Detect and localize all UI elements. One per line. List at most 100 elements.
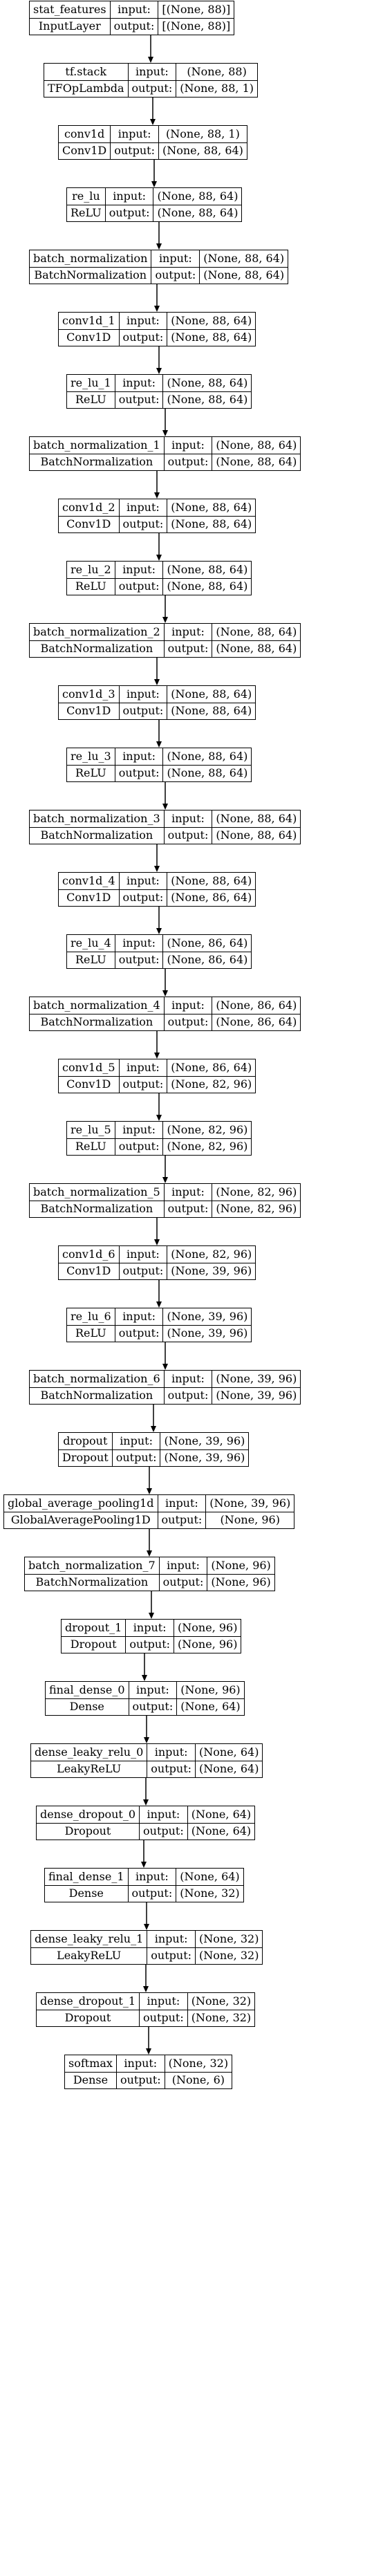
input-label: input: [114, 561, 164, 579]
input-shape: (None, 64) [187, 1806, 256, 1824]
layer-type: BatchNormalization [29, 1013, 165, 1031]
output-shape: (None, 88, 64) [167, 702, 256, 720]
layer-name: batch_normalization_6 [29, 1370, 165, 1388]
input-shape: (None, 86, 64) [212, 997, 301, 1014]
output-label: output: [114, 1138, 164, 1156]
input-label: input: [111, 1432, 161, 1450]
output-label: output: [147, 1947, 196, 1965]
layer-type: Dense [44, 1884, 129, 1902]
layer-type: LeakyReLU [30, 1760, 148, 1778]
output-label: output: [163, 826, 213, 844]
layer-name: re_lu [66, 187, 106, 205]
input-shape: (None, 88, 64) [199, 250, 289, 268]
edge-arrowhead [154, 1053, 160, 1059]
input-label: input: [163, 1183, 213, 1201]
input-label: input: [114, 1308, 164, 1326]
edge-arrowhead [143, 1799, 149, 1806]
output-label: output: [158, 1573, 208, 1591]
output-shape: (None, 64) [176, 1698, 245, 1716]
layer-name: final_dense_1 [44, 1868, 129, 1886]
edge-arrowhead [144, 1924, 149, 1930]
layer-name: conv1d_1 [58, 312, 120, 330]
edge-arrowhead [156, 1115, 162, 1121]
input-label: input: [118, 872, 168, 890]
layer-type: ReLU [66, 764, 115, 782]
output-shape: (None, 96) [205, 1511, 295, 1529]
output-shape: [(None, 88)] [158, 17, 235, 35]
layer-type: ReLU [66, 391, 115, 409]
edge-arrowhead [151, 181, 157, 187]
input-shape: [(None, 88)] [158, 1, 235, 19]
layer-name: dense_leaky_relu_1 [30, 1930, 148, 1948]
input-shape: (None, 39, 96) [160, 1432, 250, 1450]
output-label: output: [114, 764, 164, 782]
output-shape: (None, 6) [164, 2071, 233, 2089]
output-shape: (None, 64) [187, 1822, 256, 1840]
input-label: input: [139, 1806, 188, 1824]
layer-type: BatchNormalization [29, 1387, 165, 1405]
input-label: input: [163, 810, 213, 828]
edge-arrowhead [144, 1737, 149, 1743]
input-shape: (None, 39, 96) [205, 1494, 295, 1512]
layer-type: TFOpLambda [44, 80, 129, 98]
output-shape: (None, 88, 64) [153, 204, 243, 222]
output-shape: (None, 82, 96) [167, 1075, 256, 1093]
input-shape: (None, 88, 64) [212, 623, 301, 641]
output-shape: (None, 88, 64) [158, 142, 247, 160]
output-label: output: [118, 702, 168, 720]
edge-arrowhead [162, 804, 168, 810]
output-shape: (None, 86, 64) [167, 889, 256, 907]
edge-arrowhead [149, 1613, 154, 1619]
layer-name: batch_normalization_7 [24, 1557, 160, 1575]
input-label: input: [139, 1992, 188, 2010]
edge-arrowhead [162, 617, 168, 623]
layer-type: Conv1D [57, 142, 111, 160]
input-shape: (None, 82, 96) [167, 1245, 256, 1263]
layer-name: dropout [58, 1432, 113, 1450]
input-shape: (None, 88, 64) [162, 374, 252, 392]
output-shape: (None, 82, 96) [212, 1200, 301, 1218]
layer-name: tf.stack [44, 63, 129, 81]
output-shape: (None, 88, 64) [199, 266, 289, 284]
output-label: output: [139, 2009, 188, 2027]
input-label: input: [127, 1868, 177, 1886]
layer-type: BatchNormalization [24, 1573, 160, 1591]
layer-type: BatchNormalization [29, 826, 165, 844]
input-shape: (None, 32) [195, 1930, 263, 1948]
input-shape: (None, 88, 64) [162, 748, 252, 766]
edge-arrowhead [150, 119, 156, 125]
layer-type: ReLU [66, 204, 106, 222]
input-shape: (None, 88, 64) [167, 312, 256, 330]
input-label: input: [114, 1121, 164, 1139]
layer-name: batch_normalization [28, 250, 152, 268]
layer-name: stat_features [29, 1, 111, 19]
output-label: output: [139, 1822, 188, 1840]
input-label: input: [114, 748, 164, 766]
edge-arrowhead [156, 368, 162, 374]
